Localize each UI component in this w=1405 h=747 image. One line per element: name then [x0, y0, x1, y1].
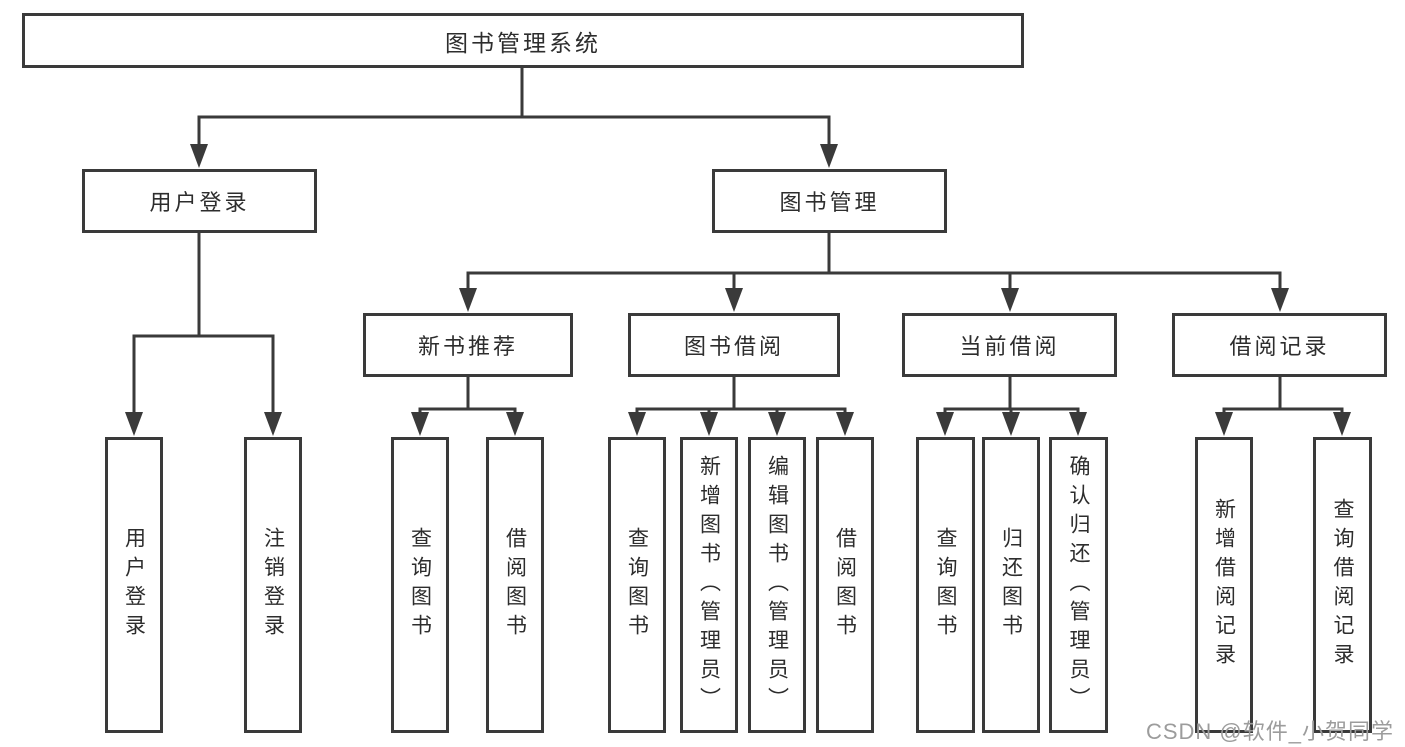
- node-borrow-record: 借阅记录: [1172, 313, 1387, 377]
- node-root: 图书管理系统: [22, 13, 1024, 68]
- node-leaf-user-login: 用户登录: [105, 437, 163, 733]
- node-leaf-current-confirm-return-admin: 确认归还（管理员）: [1049, 437, 1108, 733]
- node-leaf-borrow-borrow-books: 借阅图书: [816, 437, 874, 733]
- node-leaf-record-add-borrow-record: 新增借阅记录: [1195, 437, 1253, 733]
- node-leaf-borrow-edit-books-admin: 编辑图书（管理员）: [748, 437, 806, 733]
- node-new-book-recommend: 新书推荐: [363, 313, 573, 377]
- connector-arrowheads: [125, 144, 1351, 436]
- node-leaf-record-query-borrow-record: 查询借阅记录: [1313, 437, 1372, 733]
- node-current-borrow: 当前借阅: [902, 313, 1117, 377]
- node-leaf-current-query-books: 查询图书: [916, 437, 975, 733]
- node-book-management: 图书管理: [712, 169, 947, 233]
- node-book-borrow: 图书借阅: [628, 313, 840, 377]
- csdn-watermark: CSDN @软件_小贺同学: [1145, 719, 1394, 744]
- node-user-login: 用户登录: [82, 169, 317, 233]
- node-leaf-borrow-query-books: 查询图书: [608, 437, 666, 733]
- node-leaf-newbook-borrow-books: 借阅图书: [486, 437, 544, 733]
- node-leaf-current-return-books: 归还图书: [982, 437, 1040, 733]
- node-leaf-newbook-query-books: 查询图书: [391, 437, 449, 733]
- node-leaf-borrow-add-books-admin: 新增图书（管理员）: [680, 437, 738, 733]
- node-leaf-logout: 注销登录: [244, 437, 302, 733]
